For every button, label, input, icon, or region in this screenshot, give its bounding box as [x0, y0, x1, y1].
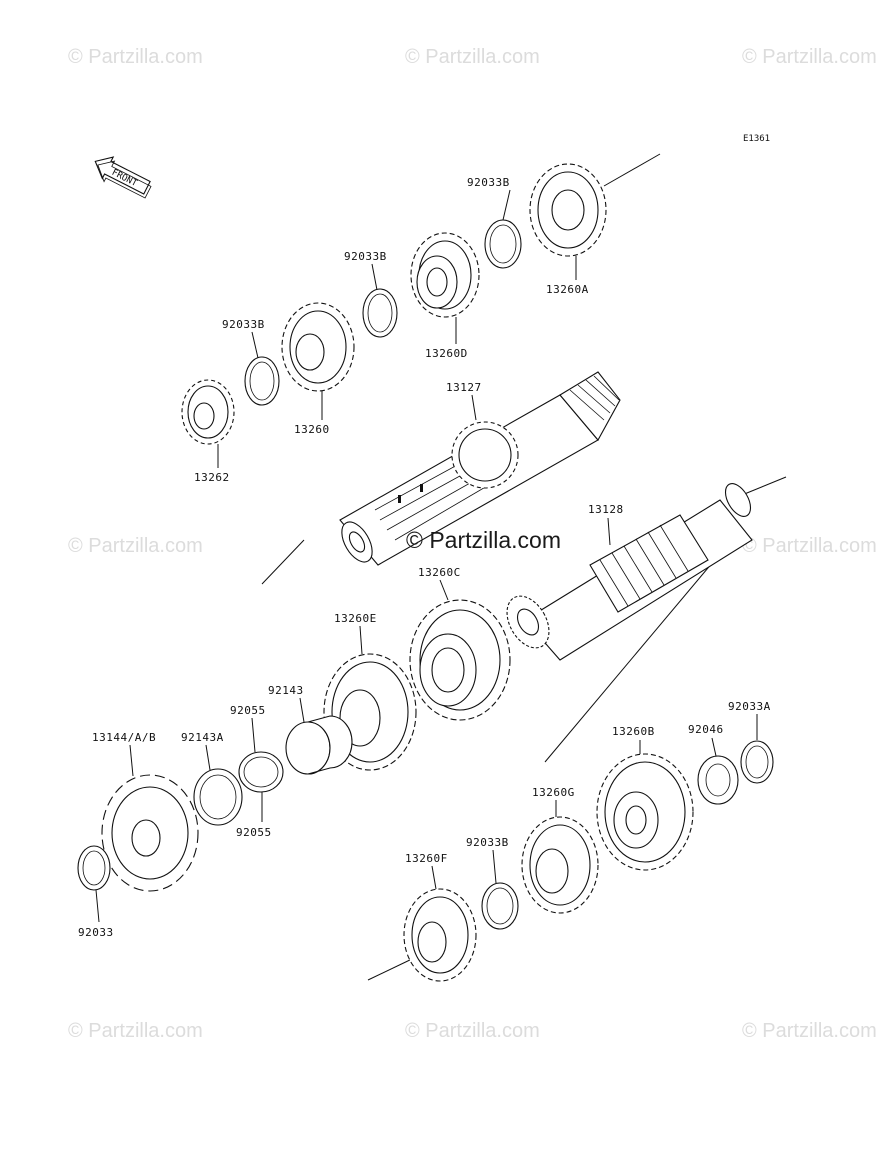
part-label: 92033 — [78, 926, 114, 939]
part-label: 13260D — [425, 347, 468, 360]
part-label: 92033A — [728, 700, 771, 713]
gear-13260A — [529, 163, 607, 257]
part-label: 92055 — [236, 826, 272, 839]
part-label: 13127 — [446, 381, 482, 394]
gear-13260F — [403, 888, 477, 982]
gear-13260 — [281, 302, 355, 392]
bushing-92143 — [285, 715, 353, 775]
ring-92033B-mid — [362, 288, 398, 338]
part-label: 92055 — [230, 704, 266, 717]
gear-13262 — [181, 379, 235, 445]
part-label: 13262 — [194, 471, 230, 484]
part-label: 13260E — [334, 612, 377, 625]
ring-92033 — [77, 845, 111, 891]
part-label: 13128 — [588, 503, 624, 516]
ring-92033B-low — [481, 882, 519, 930]
part-label: 13144/A/B — [92, 731, 156, 744]
ring-92033B-top — [484, 219, 522, 269]
part-label: 92143A — [181, 731, 224, 744]
part-label: 13260 — [294, 423, 330, 436]
part-labels: 92033B 13260A 92033B 13260D 92033B 13260… — [78, 176, 771, 939]
part-label: 13260B — [612, 725, 655, 738]
watermark: © Partzilla.com — [742, 535, 877, 557]
part-label: 92033B — [467, 176, 510, 189]
bushing-92143A — [193, 768, 243, 826]
gear-13260C — [409, 599, 511, 721]
part-label: 92046 — [688, 723, 724, 736]
watermark: © Partzilla.com — [68, 1020, 203, 1042]
bearing-92046 — [697, 755, 739, 805]
part-label: 92033B — [466, 836, 509, 849]
watermark: © Partzilla.com — [742, 46, 877, 68]
watermark: © Partzilla.com — [405, 1020, 540, 1042]
ring-92033A — [740, 740, 774, 784]
part-label: 13260A — [546, 283, 589, 296]
countershaft-13127 — [339, 371, 621, 566]
watermark-layer: © Partzilla.com © Partzilla.com © Partzi… — [68, 46, 877, 1042]
gear-icon — [451, 421, 519, 489]
gear-13260D — [410, 232, 480, 318]
part-label: 92143 — [268, 684, 304, 697]
part-label: 13260C — [418, 566, 461, 579]
watermark: © Partzilla.com — [742, 1020, 877, 1042]
part-label: 13260F — [405, 852, 448, 865]
front-arrow-icon: FRONT — [94, 156, 152, 199]
sprocket-13144 — [101, 774, 199, 892]
watermark: © Partzilla.com — [68, 46, 203, 68]
watermark: © Partzilla.com — [405, 46, 540, 68]
gear-icon — [506, 595, 550, 649]
ring-92033B-left — [244, 356, 280, 406]
axis-lines — [261, 153, 787, 981]
part-label: 92033B — [222, 318, 265, 331]
gear-13260B — [596, 753, 694, 871]
part-label: 13260G — [532, 786, 575, 799]
leader-lines — [95, 189, 758, 923]
ring-92055 — [238, 751, 284, 793]
part-label: 92033B — [344, 250, 387, 263]
center-watermark: © Partzilla.com — [406, 527, 561, 553]
mainshaft-13128 — [506, 483, 753, 661]
gear-13260G — [521, 816, 599, 914]
diagram-code: E1361 — [743, 134, 770, 144]
watermark: © Partzilla.com — [68, 535, 203, 557]
